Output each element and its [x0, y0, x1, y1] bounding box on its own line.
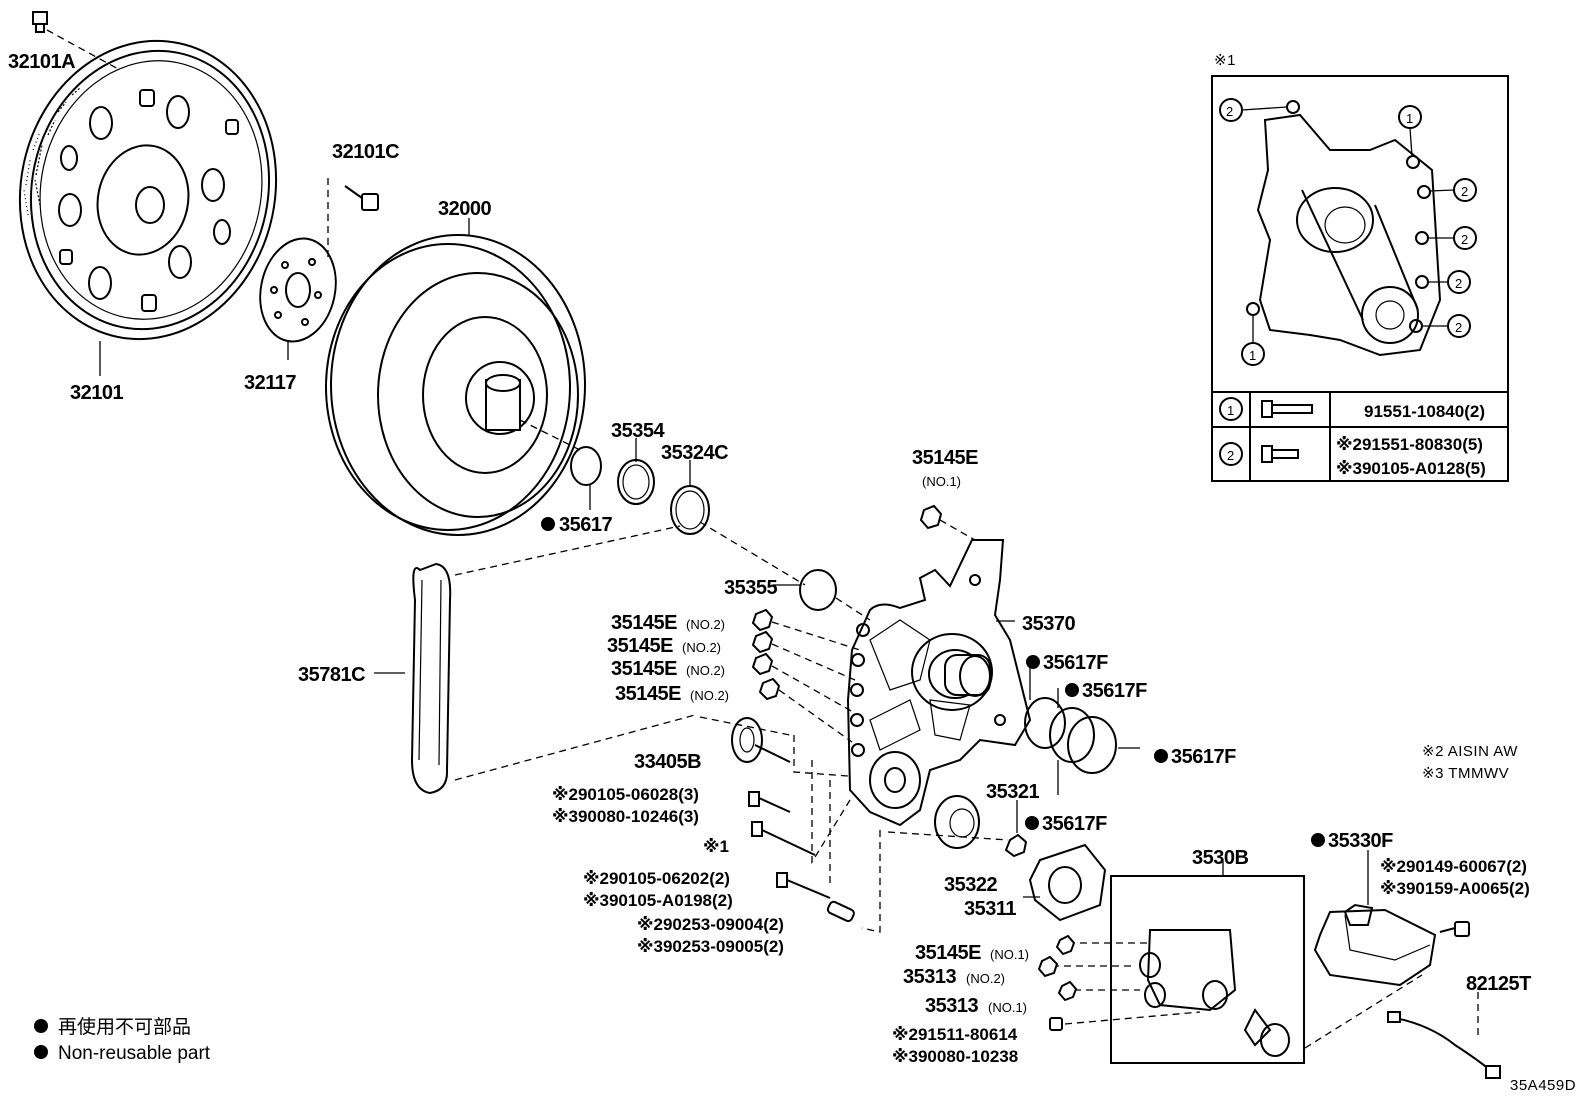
- label-no2-c: (NO.2): [686, 663, 725, 678]
- label-35617F-c: 35617F: [1171, 746, 1236, 768]
- label-35321: 35321: [986, 781, 1039, 803]
- note-maker-3: ※3 TMMWV: [1422, 765, 1509, 782]
- label-35145E-e: 35145E: [915, 942, 981, 964]
- label-bolt3-b: ※390080-10238: [892, 1047, 1018, 1066]
- label-no2-b: (NO.2): [682, 640, 721, 655]
- valve-body-3530B: [1052, 860, 1305, 1064]
- inset-bolt-detail: ※1 2 1 2 2 2 2 1 1: [1211, 52, 1509, 482]
- inset-callout-2: 2: [1226, 104, 1233, 119]
- cover-35355: [699, 521, 871, 621]
- label-3530B: 3530B: [1192, 847, 1248, 869]
- table-row2-part-b: ※390105-A0128(5): [1336, 459, 1486, 478]
- label-bolt2-a: ※290105-06202(2): [583, 869, 730, 888]
- diagram-id: 35A459D: [1510, 1077, 1576, 1094]
- drive-plate-32101: [18, 39, 278, 341]
- label-32101A: 32101A: [8, 51, 75, 73]
- label-35145E-top-sub: (NO.1): [922, 474, 961, 489]
- housing-35370: [846, 539, 1032, 827]
- label-35370: 35370: [1022, 613, 1075, 635]
- label-no2-35313: (NO.2): [966, 971, 1005, 986]
- table-row1-part: 91551-10840(2): [1364, 402, 1485, 421]
- label-35617F-a: 35617F: [1043, 652, 1108, 674]
- inset-callout-2b: 2: [1461, 184, 1468, 199]
- wire-82125T: [1387, 992, 1501, 1079]
- label-82125T: 82125T: [1466, 973, 1531, 995]
- note-maker-2: ※2 AISIN AW: [1422, 743, 1518, 760]
- label-bolt4-a: ※290149-60067(2): [1380, 857, 1527, 876]
- table-row2-callout: 2: [1227, 448, 1234, 463]
- legend-dot-en: [34, 1045, 48, 1059]
- legend-dot-jp: [34, 1019, 48, 1033]
- label-35330F: 35330F: [1328, 830, 1393, 852]
- label-32101: 32101: [70, 382, 123, 404]
- label-35145E-a: 35145E: [611, 612, 677, 634]
- seals-35617F: [1024, 667, 1140, 795]
- table-row2-part-a: ※291551-80830(5): [1336, 435, 1483, 454]
- label-bolt-ref1: ※1: [703, 837, 729, 856]
- label-35354: 35354: [611, 420, 665, 442]
- part-labels: 32101A 32101C 32000 32101 32117 35354 35…: [8, 51, 1532, 1066]
- inset-callout-2d: 2: [1455, 276, 1462, 291]
- label-32117: 32117: [244, 372, 296, 394]
- inset-callout-2e: 2: [1455, 320, 1462, 335]
- label-35313-b: 35313: [925, 995, 978, 1017]
- label-no2-d: (NO.2): [690, 688, 729, 703]
- label-35617F-d: 35617F: [1042, 813, 1107, 835]
- pump-gears: [934, 795, 1107, 922]
- plate-32117: [259, 237, 337, 360]
- valve-fasteners: [1037, 934, 1078, 1031]
- dashed-assembly-line: [887, 831, 1009, 841]
- non-reusable-dot-35617F-c: [1154, 749, 1168, 763]
- label-no1-e: (NO.1): [990, 947, 1029, 962]
- strainer-35330F: [1304, 850, 1470, 1049]
- label-35781C: 35781C: [298, 664, 365, 686]
- nut-35145E-top: [919, 504, 976, 541]
- legend: 再使用不可部品 Non-reusable part: [34, 1016, 211, 1064]
- torque-converter-32000: [325, 218, 586, 536]
- label-35145E-d: 35145E: [615, 683, 681, 705]
- label-pin-b: ※390253-09005(2): [637, 937, 784, 956]
- label-no2-a: (NO.2): [686, 617, 725, 632]
- bolts-left: [748, 735, 881, 933]
- label-35313-a: 35313: [903, 966, 956, 988]
- label-35145E-c: 35145E: [611, 658, 677, 680]
- label-pin-a: ※290253-09004(2): [637, 915, 784, 934]
- non-reusable-dot-35617F-b: [1065, 683, 1079, 697]
- label-35322: 35322: [944, 874, 997, 896]
- inset-ref-label: ※1: [1214, 52, 1236, 69]
- legend-jp: 再使用不可部品: [58, 1016, 191, 1038]
- label-35617F-b: 35617F: [1082, 680, 1147, 702]
- table-row1-callout: 1: [1227, 403, 1234, 418]
- label-35145E-b: 35145E: [607, 635, 673, 657]
- label-35145E-top: 35145E: [912, 447, 978, 469]
- bolt-32101A: [32, 11, 121, 71]
- non-reusable-dot-35617F-a: [1026, 655, 1040, 669]
- label-bolt3-a: ※291511-80614: [892, 1025, 1018, 1044]
- inset-callout-1: 1: [1406, 111, 1413, 126]
- label-bolt1-b: ※390080-10246(3): [552, 807, 699, 826]
- label-bolt1-a: ※290105-06028(3): [552, 785, 699, 804]
- label-35355: 35355: [724, 577, 777, 599]
- non-reusable-dot-35617: [541, 517, 555, 531]
- label-35617: 35617: [559, 514, 612, 536]
- label-bolt2-b: ※390105-A0198(2): [583, 891, 733, 910]
- label-no1-35313: (NO.1): [988, 1000, 1027, 1015]
- label-bolt4-b: ※390159-A0065(2): [1380, 879, 1530, 898]
- label-35324C: 35324C: [661, 442, 728, 464]
- label-35311: 35311: [964, 898, 1016, 920]
- inset-callout-1b: 1: [1249, 348, 1256, 363]
- label-33405B: 33405B: [634, 751, 701, 773]
- bolt-32101C: [327, 178, 379, 262]
- non-reusable-dot-35330F: [1311, 833, 1325, 847]
- label-32101C: 32101C: [332, 141, 399, 163]
- legend-en: Non-reusable part: [58, 1043, 211, 1064]
- gear-33405B: [699, 716, 791, 763]
- non-reusable-dot-35617F-d: [1025, 816, 1039, 830]
- nuts-35145E-no2: [751, 608, 861, 743]
- chain-35781C: [374, 525, 696, 795]
- label-32000: 32000: [438, 198, 491, 220]
- inset-callout-2c: 2: [1461, 232, 1468, 247]
- rings-35617-35354-35324C: [570, 438, 710, 535]
